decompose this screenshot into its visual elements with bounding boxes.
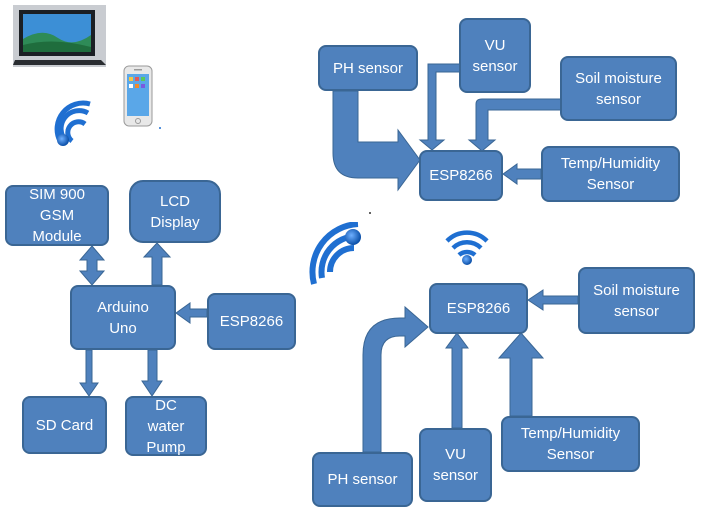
arduino-pump-arrow: [141, 349, 163, 397]
top-soil-esp-arrow: [467, 98, 562, 152]
bottom-temp-humidity-label: Temp/Humidity Sensor: [520, 425, 621, 463]
bottom-vu-sensor-label: VU sensor: [432, 446, 479, 484]
bottom-vu-sensor-box: VU sensor: [419, 428, 492, 502]
top-temp-humidity-box: Temp/Humidity Sensor: [541, 146, 680, 202]
sim-arduino-arrow: [78, 245, 106, 286]
top-soil-moisture-label: Soil moisture sensor: [575, 69, 662, 108]
top-esp8266-box: ESP8266: [419, 150, 503, 201]
sd-card-box: SD Card: [22, 396, 107, 454]
bottom-temp-esp-arrow: [497, 332, 545, 417]
top-temp-esp-arrow: [502, 163, 542, 185]
top-soil-moisture-box: Soil moisture sensor: [560, 56, 677, 121]
sim900-module-label: SIM 900 GSM Module: [29, 186, 85, 245]
left-esp8266-box: ESP8266: [207, 293, 296, 350]
left-esp8266-label: ESP8266: [219, 313, 284, 330]
laptop-icon: [13, 5, 106, 67]
top-ph-esp-arrow: [332, 90, 421, 192]
smartphone-icon: [123, 65, 153, 127]
sd-card-label: SD Card: [35, 416, 94, 434]
arduino-sdcard-arrow: [79, 349, 99, 397]
arduino-lcd-arrow: [142, 242, 172, 286]
arduino-uno-label: Arduino Uno: [97, 298, 149, 337]
bottom-soil-moisture-box: Soil moisture sensor: [578, 267, 695, 334]
bottom-ph-esp-arrow: [362, 305, 429, 453]
lcd-display-label: LCD Display: [150, 192, 200, 231]
bottom-ph-sensor-label: PH sensor: [327, 471, 398, 488]
dc-water-pump-box: DC water Pump: [125, 396, 207, 456]
bottom-soil-esp-arrow: [527, 289, 579, 311]
wifi-icon: [300, 221, 366, 295]
dc-water-pump-label: DC water Pump: [146, 396, 186, 456]
bottom-ph-sensor-box: PH sensor: [312, 452, 413, 507]
top-vu-sensor-label: VU sensor: [472, 36, 518, 75]
bottom-temp-humidity-box: Temp/Humidity Sensor: [501, 416, 640, 472]
bottom-vu-esp-arrow: [445, 332, 469, 429]
sim900-module-box: SIM 900 GSM Module: [5, 185, 109, 246]
bottom-soil-moisture-label: Soil moisture sensor: [593, 281, 680, 320]
esp-arduino-arrow: [175, 302, 208, 324]
top-vu-sensor-box: VU sensor: [459, 18, 531, 93]
top-esp8266-label: ESP8266: [429, 167, 493, 184]
top-ph-sensor-label: PH sensor: [332, 59, 404, 77]
top-vu-esp-arrow: [418, 63, 471, 151]
wifi-icon: [444, 224, 490, 271]
top-ph-sensor-box: PH sensor: [318, 45, 418, 91]
top-temp-humidity-label: Temp/Humidity Sensor: [560, 155, 661, 193]
lcd-display-box: LCD Display: [129, 180, 221, 243]
bottom-esp8266-label: ESP8266: [446, 300, 511, 317]
arduino-uno-box: Arduino Uno: [70, 285, 176, 350]
bottom-esp8266-box: ESP8266: [429, 283, 528, 334]
wifi-icon: [52, 98, 100, 153]
